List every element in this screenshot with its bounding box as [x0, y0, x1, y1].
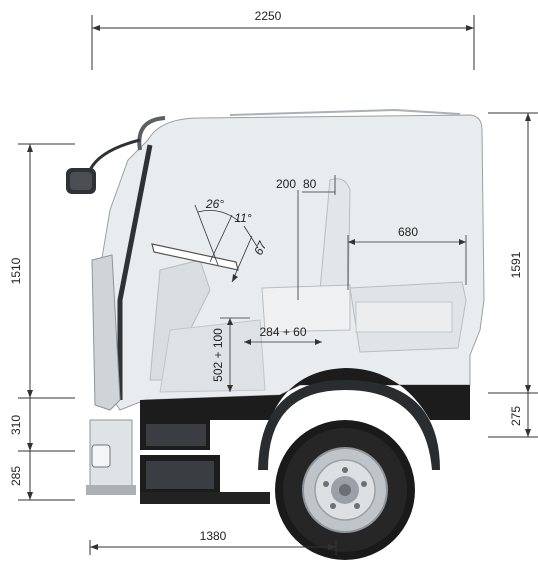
dim-step-lower: 285: [9, 466, 23, 486]
steering-wheel: [151, 243, 239, 271]
mirror-arm: [88, 138, 141, 171]
dim-seat-offset-b: 80: [303, 177, 317, 191]
dim-wheel-to-front: 1380: [200, 529, 227, 543]
bunk-cushion: [355, 301, 453, 333]
dim-interior-height: 1510: [9, 257, 23, 284]
seat-cushion: [261, 284, 351, 333]
front-panel: [91, 254, 121, 411]
dim-steering-angle-a: 26°: [205, 197, 224, 211]
windshield-frame: [117, 144, 153, 400]
fog-light: [91, 444, 111, 468]
dim-roof-height: 1591: [509, 251, 523, 278]
fender: [140, 368, 470, 420]
roof-edge: [229, 108, 461, 116]
a-pillar: [137, 116, 166, 151]
dim-seat-offset-a: 200: [276, 177, 296, 191]
dim-overall-width: 2250: [255, 9, 282, 23]
dimension-lines: [18, 15, 538, 555]
dim-bunk-width: 680: [398, 225, 418, 239]
dim-floor-to-ground: 275: [509, 406, 523, 426]
front-wheel: [275, 420, 415, 560]
dim-seat-travel: 284 + 60: [259, 325, 306, 339]
dim-step-upper: 310: [9, 415, 23, 435]
dim-steering-angle-b: 11°: [234, 211, 251, 225]
dim-seat-height: 502 + 100: [211, 328, 225, 382]
truck-cab-illustration: [66, 108, 485, 560]
